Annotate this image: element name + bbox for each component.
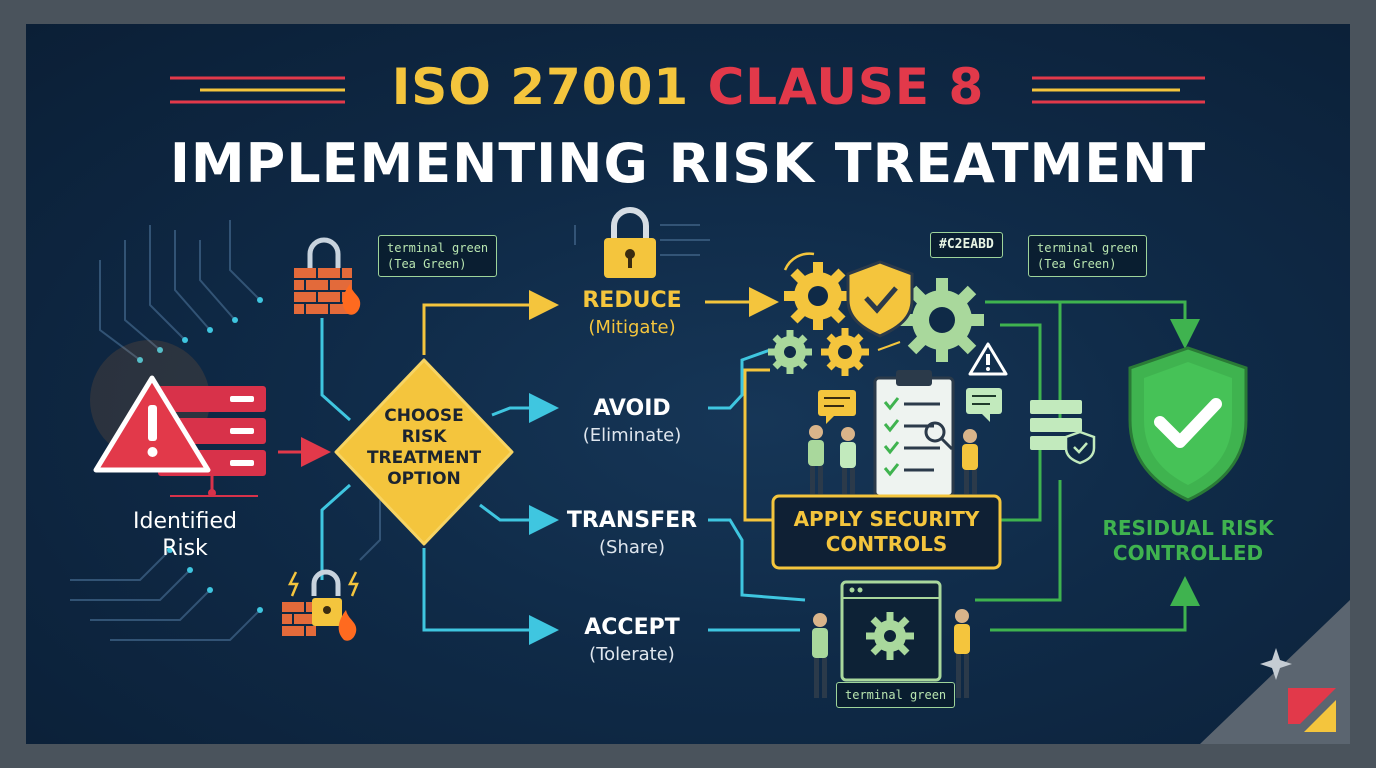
warning-triangle-icon: [93, 375, 211, 473]
terminal-tag-3-line1: terminal green: [1037, 241, 1139, 255]
green-loop-3: [975, 480, 1062, 602]
option-transfer-label: TRANSFER: [566, 508, 698, 533]
green-loop-4: [1000, 323, 1042, 400]
green-to-result-top: [1060, 300, 1200, 349]
green-loop-2: [1000, 440, 1042, 522]
server-shield-icon: [1030, 400, 1096, 465]
title-decor-right: [1032, 76, 1205, 104]
gear-large-icon: [900, 278, 984, 362]
arrow-to-reduce: [422, 290, 559, 355]
decision-line4: OPTION: [387, 469, 461, 489]
controls-box: [771, 494, 1002, 570]
people-team-icon: [808, 425, 978, 494]
gear-icon: [784, 262, 852, 330]
firewall-lock-top-icon: [294, 237, 361, 315]
shield-check-icon: [846, 260, 914, 338]
circuit-nodes: [137, 297, 263, 613]
page-title-line1: ISO 27001 CLAUSE 8: [0, 58, 1376, 116]
title-iso: ISO 27001: [391, 58, 690, 116]
option-accept-sub: (Tolerate): [589, 644, 675, 665]
firewall-bottom-link: [320, 483, 351, 580]
decision-line3: TREATMENT: [366, 448, 482, 468]
title-clause: CLAUSE 8: [707, 58, 985, 116]
brand-logo: [1260, 648, 1336, 732]
option-avoid: AVOID (Eliminate): [552, 396, 712, 446]
option-reduce-label: REDUCE: [582, 288, 682, 313]
terminal-tag-1: terminal green (Tea Green): [378, 235, 498, 277]
identified-risk-label: Identified Risk: [100, 508, 270, 562]
option-avoid-label: AVOID: [593, 396, 671, 421]
identified-risk-line2: Risk: [162, 536, 208, 561]
option-reduce: REDUCE (Mitigate): [552, 288, 712, 338]
chat-bubble-green-icon: [966, 388, 1002, 422]
option-accept-label: ACCEPT: [584, 615, 680, 640]
result-label: RESIDUAL RISK CONTROLLED: [1088, 516, 1288, 566]
decision-line2: RISK: [401, 427, 447, 447]
arrow-to-transfer: [479, 503, 559, 535]
title-decor-left: [170, 76, 345, 104]
rotate-arrow-icon: [783, 252, 815, 271]
controls-bracket-left: [743, 368, 775, 522]
clipboard-checklist-icon: [873, 370, 955, 498]
people-vendor-icon: [812, 609, 970, 698]
terminal-tag-3: terminal green (Tea Green): [1028, 235, 1148, 277]
decision-line1: CHOOSE: [384, 406, 464, 426]
firewall-top-link: [320, 318, 351, 422]
avoid-to-controls-line: [708, 348, 771, 410]
controls-label: APPLY SECURITY CONTROLS: [773, 507, 1000, 557]
decision-label: CHOOSE RISK TREATMENT OPTION: [354, 406, 494, 490]
result-line1: RESIDUAL RISK: [1102, 516, 1274, 540]
option-transfer: TRANSFER (Share): [552, 508, 712, 558]
option-accept: ACCEPT (Tolerate): [552, 615, 712, 665]
vendor-screen-icon: [840, 580, 942, 682]
terminal-tag-1-line2: (Tea Green): [387, 257, 467, 271]
color-hex-tag: #C2EABD: [930, 232, 1003, 258]
identified-risk-line1: Identified: [132, 509, 238, 534]
option-transfer-sub: (Share): [599, 537, 665, 558]
controls-line2: CONTROLS: [825, 532, 948, 556]
firewall-lock-bottom-icon: [282, 569, 359, 641]
gear-yellow-small-icon: [821, 328, 869, 376]
terminal-tag-1-line1: terminal green: [387, 241, 489, 255]
transfer-to-vendor-line: [708, 518, 806, 602]
arrow-to-avoid: [491, 393, 559, 423]
chat-bubble-icon: [818, 390, 856, 424]
decision-diamond: [334, 358, 514, 546]
gear-small-icon: [768, 330, 812, 374]
page-title-line2: IMPLEMENTING RISK TREATMENT: [169, 132, 1207, 195]
circuit-traces: [70, 220, 710, 641]
option-reduce-sub: (Mitigate): [588, 317, 676, 338]
sync-arrow-icon: [877, 341, 901, 351]
green-to-result-bottom: [990, 576, 1200, 632]
terminal-tag-4: terminal green: [836, 682, 956, 708]
padlock-icon: [604, 207, 656, 278]
option-avoid-sub: (Eliminate): [582, 425, 682, 446]
controls-line1: APPLY SECURITY: [793, 507, 980, 531]
result-shield-icon: [1128, 346, 1248, 502]
arrow-to-accept: [422, 548, 559, 645]
result-line2: CONTROLLED: [1112, 541, 1264, 565]
warning-small-icon: [968, 342, 1008, 376]
terminal-tag-3-line2: (Tea Green): [1037, 257, 1117, 271]
